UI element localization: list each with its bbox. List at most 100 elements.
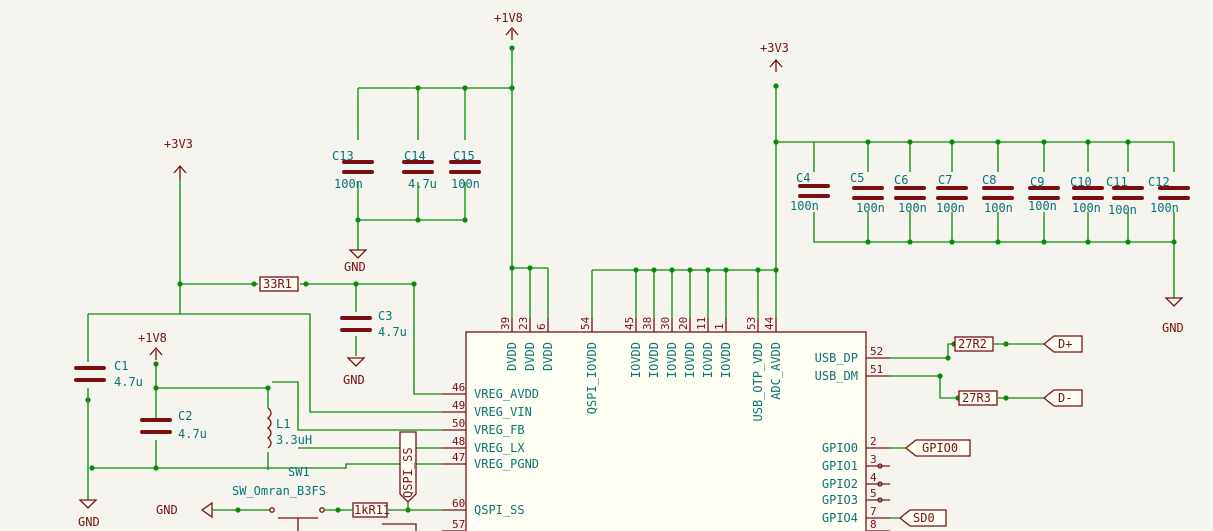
ic-left-pin-number: 48 bbox=[452, 435, 465, 448]
ic-left-pin-number: 49 bbox=[452, 399, 465, 412]
ic-top-pin-name: USB_OTP_VDD bbox=[751, 342, 765, 421]
ground-icon bbox=[346, 357, 366, 367]
power-label-1v8-left: +1V8 bbox=[138, 331, 167, 345]
supply-3v3-right: +3V3 GND bbox=[760, 41, 1184, 335]
capacitor-c10-ref: C10 bbox=[1070, 175, 1092, 189]
capacitor-c5-value: 100n bbox=[856, 201, 885, 215]
ic-top-pin-name: DVDD bbox=[541, 342, 555, 371]
resistor-r1 bbox=[259, 276, 299, 292]
capacitor-c7-ref: C7 bbox=[938, 173, 952, 187]
capacitor-c8-value: 100n bbox=[984, 201, 1013, 215]
capacitor-c7-value: 100n bbox=[936, 201, 965, 215]
ic-top-pin-name: QSPI_IOVDD bbox=[585, 342, 599, 414]
ic-top-pins: 39DVDD23DVDD6DVDD54QSPI_IOVDD45IOVDD38IO… bbox=[499, 316, 783, 421]
ic-top-pin-number: 23 bbox=[517, 317, 530, 330]
capacitor-c2-value: 4.7u bbox=[178, 427, 207, 441]
inductor-l1-ref: L1 bbox=[276, 417, 290, 431]
capacitor-c13-ref: C13 bbox=[332, 149, 354, 163]
ic-top-pin-number: 11 bbox=[695, 317, 708, 330]
power-label-1v8-top: +1V8 bbox=[494, 11, 523, 25]
ic-left-pin-name: VREG_LX bbox=[474, 441, 525, 455]
capacitor-c6-value: 100n bbox=[898, 201, 927, 215]
ic-top-pin-number: 30 bbox=[659, 317, 672, 330]
ic-left-pin-number: 50 bbox=[452, 417, 465, 430]
net-label-sd0 bbox=[898, 509, 947, 527]
capacitor-c8: C8 100n bbox=[982, 173, 1014, 215]
ic-top-pin-number: 39 bbox=[499, 317, 512, 330]
net-label-qspi-ss bbox=[399, 431, 417, 503]
resistor-r3-label: 27R3 bbox=[962, 391, 991, 405]
ic-top-pin-name: IOVDD bbox=[719, 342, 733, 378]
capacitor-c8-ref: C8 bbox=[982, 173, 996, 187]
capacitor-c14-value: 4.7u bbox=[408, 177, 437, 191]
ic-right-pin-name: GPIO0 bbox=[822, 441, 858, 455]
ic-top-pin-number: 6 bbox=[535, 323, 548, 330]
rp2040-ic-body bbox=[465, 331, 867, 531]
ic-right-pin-number: 52 bbox=[870, 345, 883, 358]
gnd-label-c1: GND bbox=[78, 515, 100, 529]
ic-left-pin-name: VREG_FB bbox=[474, 423, 525, 437]
capacitor-c15-ref: C15 bbox=[453, 149, 475, 163]
supply-1v8-top: +1V8 GND bbox=[344, 11, 523, 274]
power-label-3v3-left: +3V3 bbox=[164, 137, 193, 151]
ic-left-pin-name: QSPI_SS bbox=[474, 503, 525, 517]
ic-right-pin-name: GPIO1 bbox=[822, 459, 858, 473]
capacitor-c2: C24.7u bbox=[140, 409, 207, 441]
ic-left-pin-number: 47 bbox=[452, 451, 465, 464]
resistor-r11 bbox=[352, 502, 388, 518]
power-arrow-icon bbox=[173, 165, 187, 180]
ic-right-pin-number: 51 bbox=[870, 363, 883, 376]
ic-top-pin-number: 54 bbox=[579, 316, 592, 330]
supply-3v3-left: +3V3 GND bbox=[164, 137, 442, 413]
resistor-r1-label: 33R1 bbox=[263, 277, 292, 291]
ic-right-pin-8: 8 bbox=[866, 518, 890, 531]
boot-switch-section: GND bbox=[156, 500, 442, 531]
ic-top-pin-name: IOVDD bbox=[629, 342, 643, 378]
ground-icon bbox=[200, 501, 213, 519]
ic-top-pin-number: 53 bbox=[745, 317, 758, 330]
ic-power-rail bbox=[509, 265, 779, 318]
inductor-l1 bbox=[266, 407, 272, 449]
ground-icon bbox=[1164, 297, 1184, 307]
net-label-dminus-text: D- bbox=[1058, 391, 1072, 405]
capacitor-c3-value: 4.7u bbox=[378, 325, 407, 339]
resistor-r2-label: 27R2 bbox=[958, 337, 987, 351]
ground-icon bbox=[348, 249, 368, 259]
net-label-dplus-text: D+ bbox=[1058, 337, 1072, 351]
ic-right-pin-number: 7 bbox=[870, 505, 877, 518]
capacitor-c6: C6 100n bbox=[894, 173, 927, 215]
ic-left-pin-number: 46 bbox=[452, 381, 465, 394]
capacitor-c13-value: 100n bbox=[334, 177, 363, 191]
ic-top-pin-name: IOVDD bbox=[665, 342, 679, 378]
ic-top-pin-name: DVDD bbox=[523, 342, 537, 371]
ic-top-pin-name: IOVDD bbox=[701, 342, 715, 378]
capacitor-c6-ref: C6 bbox=[894, 173, 908, 187]
ic-top-pin-name: IOVDD bbox=[683, 342, 697, 378]
ground-icon bbox=[78, 499, 98, 509]
ic-left-pin-48: 48 VREG_LX bbox=[442, 435, 525, 455]
ic-left-pin-number: 60 bbox=[452, 497, 465, 510]
capacitor-c14-ref: C14 bbox=[404, 149, 426, 163]
ic-left-pin-60: 60 QSPI_SS bbox=[442, 497, 525, 517]
capacitor-c1: C14.7u bbox=[74, 359, 143, 389]
